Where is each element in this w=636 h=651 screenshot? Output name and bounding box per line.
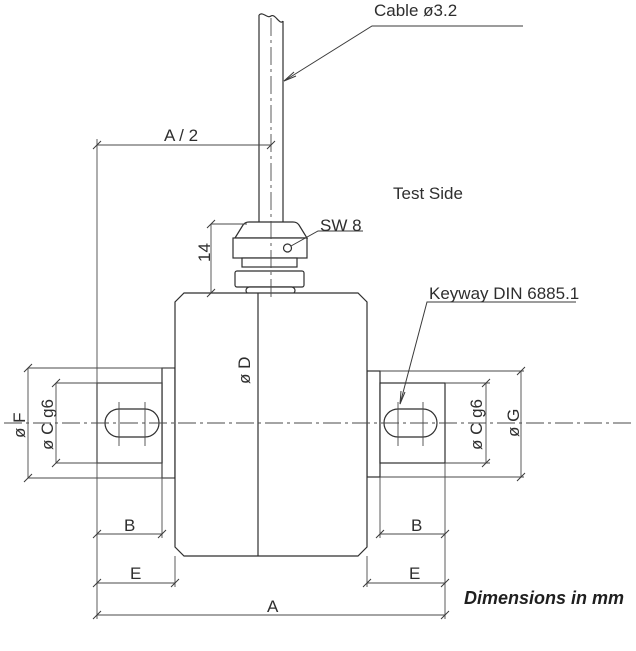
sensor-body-outline: [174, 292, 368, 557]
left-shaft-diameter-label: ø C g6: [38, 399, 57, 450]
left-flange-diameter-label: ø F: [10, 413, 29, 439]
keyway-leader-arrowhead: [399, 390, 406, 405]
sw8-leader: [282, 230, 363, 253]
right-shaft-end-length-label: B: [411, 516, 422, 535]
half-length-dimension-label: A / 2: [164, 126, 198, 145]
dimensions-footnote: Dimensions in mm: [464, 588, 624, 608]
left-shaft-end-length-label: B: [124, 516, 135, 535]
right-shaft-total-length-label: E: [409, 564, 420, 583]
left-keyway-center-ticks: [118, 402, 146, 446]
gland-height-dimension-label: 14: [195, 243, 214, 262]
dimension-lines: [23, 139, 526, 620]
test-side-label: Test Side: [393, 184, 463, 203]
wrench-size-label: SW 8: [320, 216, 362, 235]
sw8-marker-circle: [282, 243, 293, 253]
left-shaft-total-length-label: E: [130, 564, 141, 583]
cable-label: Cable ø3.2: [374, 1, 457, 20]
cable-outline: [258, 13, 284, 222]
keyway-leader: [399, 301, 576, 405]
right-keyway-center-ticks: [397, 402, 424, 446]
right-flange-diameter-label: ø G: [504, 409, 523, 437]
keyway-label: Keyway DIN 6885.1: [429, 284, 579, 303]
right-flange-outline: [366, 370, 381, 478]
dimension-end-ticks: [23, 140, 526, 620]
cable-leader-arrowhead: [283, 71, 297, 82]
cable-leader: [283, 25, 523, 82]
cable-gland-outline: [232, 221, 309, 295]
right-shaft-diameter-label: ø C g6: [467, 399, 486, 450]
total-length-dimension-label: A: [267, 597, 279, 616]
body-diameter-label: ø D: [235, 357, 254, 384]
